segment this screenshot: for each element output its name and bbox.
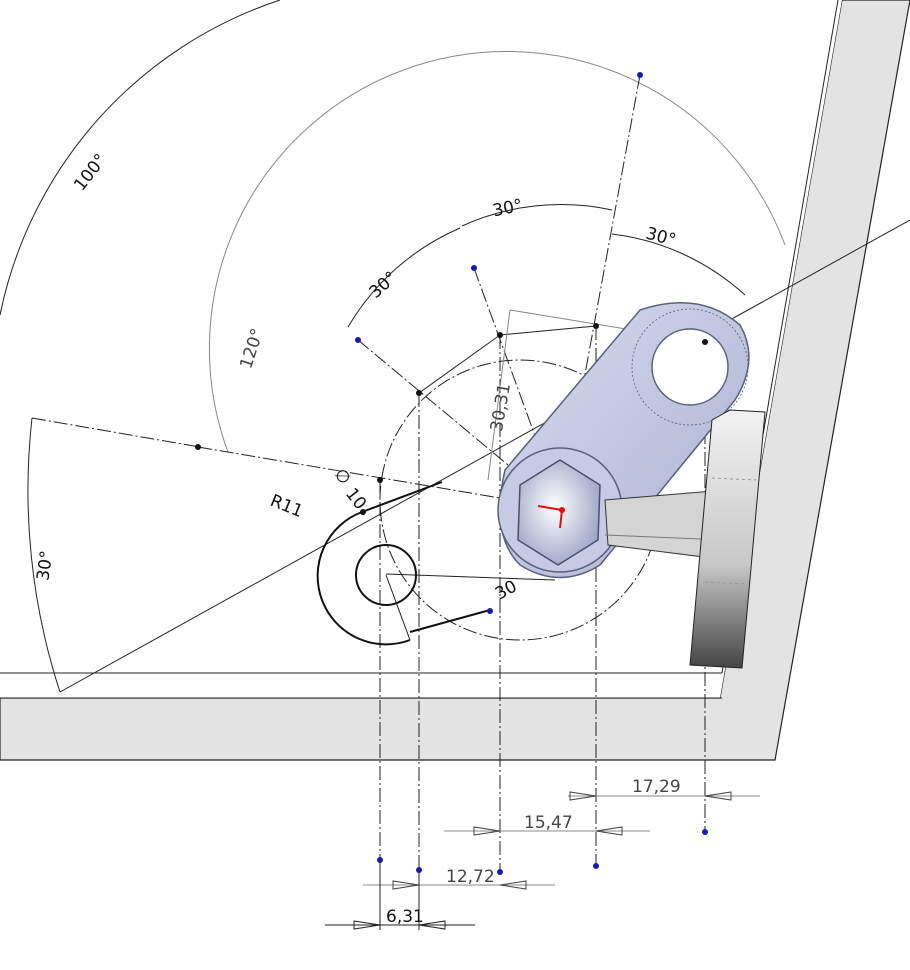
cl-vertical-main — [559, 74, 641, 511]
point — [355, 337, 361, 343]
lever-sketch — [316, 481, 491, 646]
lever-hole-d10 — [355, 544, 417, 606]
lever-lower-edge — [409, 609, 491, 633]
origin-x-arrow — [537, 505, 563, 511]
point — [593, 863, 599, 869]
point — [497, 869, 503, 875]
point — [702, 829, 708, 835]
arm-boss-edge — [631, 308, 749, 426]
dim-h-6-31: 6,31 — [386, 907, 424, 927]
link-line-2 — [418, 334, 501, 394]
lever-upper-edge — [361, 481, 443, 513]
dim-h-17-29: 17,29 — [632, 777, 681, 797]
dim-h-15-47: 15,47 — [524, 813, 573, 833]
point — [360, 509, 366, 515]
arc-120 — [208, 50, 786, 453]
mount-plate — [689, 409, 766, 669]
link-line-3 — [499, 325, 597, 336]
arc-30-a — [347, 227, 461, 328]
lever-radius-line — [385, 574, 411, 641]
arc-30-left — [27, 417, 61, 693]
origin-point — [559, 507, 565, 513]
arc-30-c — [611, 233, 746, 296]
wall-section — [0, 0, 910, 761]
point — [471, 265, 477, 271]
point — [487, 608, 493, 614]
point — [377, 477, 383, 483]
dim-h-12-72: 12,72 — [446, 867, 495, 887]
cl-30-1 — [473, 267, 563, 511]
link-line-1 — [385, 573, 556, 581]
lever-arc-r11 — [316, 511, 411, 646]
horizontal-dimensions — [325, 791, 760, 930]
point — [195, 444, 201, 450]
diag-line — [59, 219, 910, 693]
ext-line-left — [31, 417, 201, 448]
point — [593, 323, 599, 329]
lever-arm-part — [497, 301, 766, 669]
arm-hole — [651, 328, 729, 406]
point — [702, 339, 708, 345]
point — [416, 390, 422, 396]
point — [497, 332, 503, 338]
hex-socket — [517, 459, 601, 566]
dim-30-31-ext — [487, 309, 511, 481]
cl-horizontal-1 — [197, 446, 501, 499]
point — [637, 72, 643, 78]
origin-y-arrow — [559, 509, 563, 529]
dim-angle-30-left: 30° — [33, 549, 57, 582]
arc-100 — [0, 0, 281, 316]
arc-30-b — [461, 204, 613, 227]
